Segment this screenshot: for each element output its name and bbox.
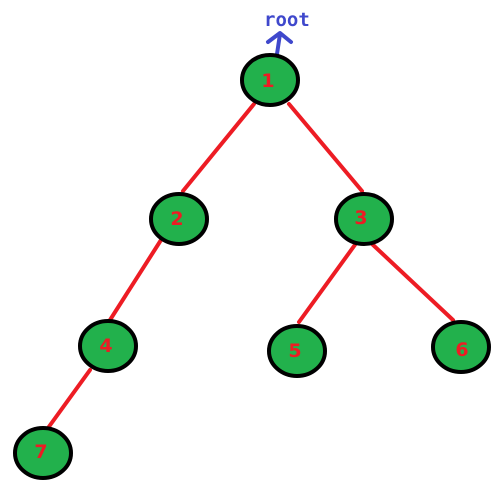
tree-node-4: 4 — [78, 319, 138, 373]
node-label: 2 — [170, 208, 183, 230]
node-circle — [431, 320, 491, 374]
node-circle — [13, 426, 73, 480]
tree-nodes: 1 2 3 4 5 6 7 — [13, 53, 491, 480]
edge-4-7 — [46, 368, 92, 430]
edge-1-2 — [181, 102, 256, 193]
edge-3-5 — [297, 240, 359, 324]
root-arrow-icon — [266, 31, 293, 56]
root-pointer: root — [264, 9, 310, 56]
node-circle — [78, 319, 138, 373]
node-label: 5 — [288, 340, 301, 362]
edge-3-6 — [369, 241, 455, 322]
tree-edges — [46, 102, 455, 430]
tree-node-7: 7 — [13, 426, 73, 480]
edge-1-3 — [287, 102, 364, 193]
node-circle — [149, 192, 209, 246]
node-circle — [267, 324, 327, 378]
edge-2-4 — [108, 238, 163, 322]
node-circle — [240, 53, 300, 107]
node-label: 1 — [261, 70, 274, 92]
node-label: 6 — [455, 339, 468, 361]
node-circle — [334, 192, 394, 246]
tree-node-5: 5 — [267, 324, 327, 378]
node-label: 7 — [34, 441, 47, 463]
root-label: root — [264, 9, 310, 31]
node-label: 4 — [99, 335, 112, 357]
node-label: 3 — [354, 207, 367, 229]
tree-node-1: 1 — [240, 53, 300, 107]
tree-node-2: 2 — [149, 192, 209, 246]
tree-node-3: 3 — [334, 192, 394, 246]
tree-node-6: 6 — [431, 320, 491, 374]
